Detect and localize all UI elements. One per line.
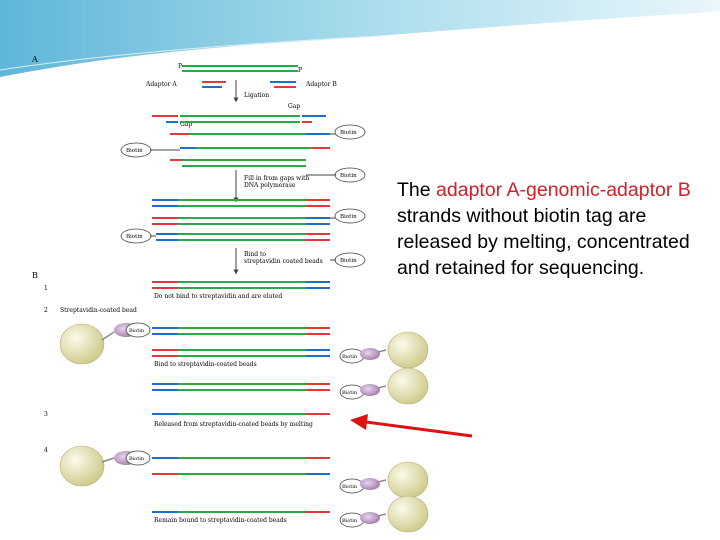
ligated-duplex [152,115,326,123]
step-2-text: Streptavidin-coated bead [60,307,137,314]
biotin-tag: Biotin [342,354,358,360]
adaptor-a-label: Adaptor A [145,81,177,88]
biotin-tag: Biotin [129,456,145,462]
biotin-tag: Biotin [342,484,358,490]
remaining-strand [152,457,330,475]
biotin-tag: Biotin [126,148,143,154]
gap-label-left: Gap [180,121,192,128]
filled-duplex: Biotin [152,208,366,225]
step-1-duplex [152,281,330,289]
streptavidin-bead: Biotin [339,461,429,499]
header-decoration [0,0,720,79]
filled-duplex [152,199,330,207]
panel-b-label: B [32,271,38,280]
gap-label-right: Gap [288,103,300,110]
biotin-tag: Biotin [340,258,357,264]
bound-text: Bind to streptavidin-coated beads [154,361,257,368]
bind-label-1: Bind to [244,251,266,258]
caption-highlight: adaptor A-genomic-adaptor B [436,179,691,201]
streptavidin-bead: Biotin [339,367,429,405]
step-1-text: Do not bind to streptavidin and are elut… [154,293,282,300]
adaptor-ligation-figure: A P P Adaptor A Adaptor B Ligation Gap G… [31,55,429,533]
biotin-tag: Biotin [129,328,145,334]
bound-strand [152,327,330,335]
streptavidin-bead: Biotin [339,331,429,369]
bind-label-2: streptavidin coated beads [244,258,323,265]
ligation-label: Ligation [244,92,269,99]
biotin-tag: Biotin [340,173,357,179]
strand-row: Biotin [170,124,366,140]
biotin-tag: Biotin [342,390,358,396]
remain-text: Remain bound to streptavidin-coated bead… [154,517,287,524]
biotin-tag: Biotin [340,214,357,220]
panel-a-label: A [31,55,38,64]
adaptor-a-duplex [202,81,226,88]
genomic-fragment [182,65,298,72]
step-3-number: 3 [44,411,48,418]
p-label-right: P [298,67,302,74]
streptavidin-bead: Biotin [59,322,151,365]
streptavidin-bead: Biotin [339,495,429,533]
adaptor-b-label: Adaptor B [305,81,337,88]
biotin-tag: Biotin [340,130,357,136]
fill-in-label-2: DNA polymerase [244,182,296,189]
released-text: Released from streptavidin-coated beads … [154,421,313,428]
caption-prefix: The [397,179,437,201]
caption-text: The adaptor A-genomic-adaptor B strands … [397,177,707,281]
adaptor-b-duplex [270,81,296,88]
filled-duplex: Biotin [120,228,330,244]
step-4-number: 4 [44,447,48,454]
bound-strand [152,349,330,357]
caption-suffix: strands without biotin tag are released … [397,205,690,279]
biotin-tag: Biotin [126,234,143,240]
step-1-number: 1 [44,285,48,292]
p-label-left: P [178,63,182,70]
biotin-tag: Biotin [342,518,358,524]
fill-in-label-1: Fill in from gaps with [244,175,310,182]
strand-row: Biotin [120,142,330,158]
streptavidin-bead: Biotin [59,445,151,487]
bound-strand [152,383,330,391]
strand-row [170,159,306,167]
step-2-number: 2 [44,307,48,314]
